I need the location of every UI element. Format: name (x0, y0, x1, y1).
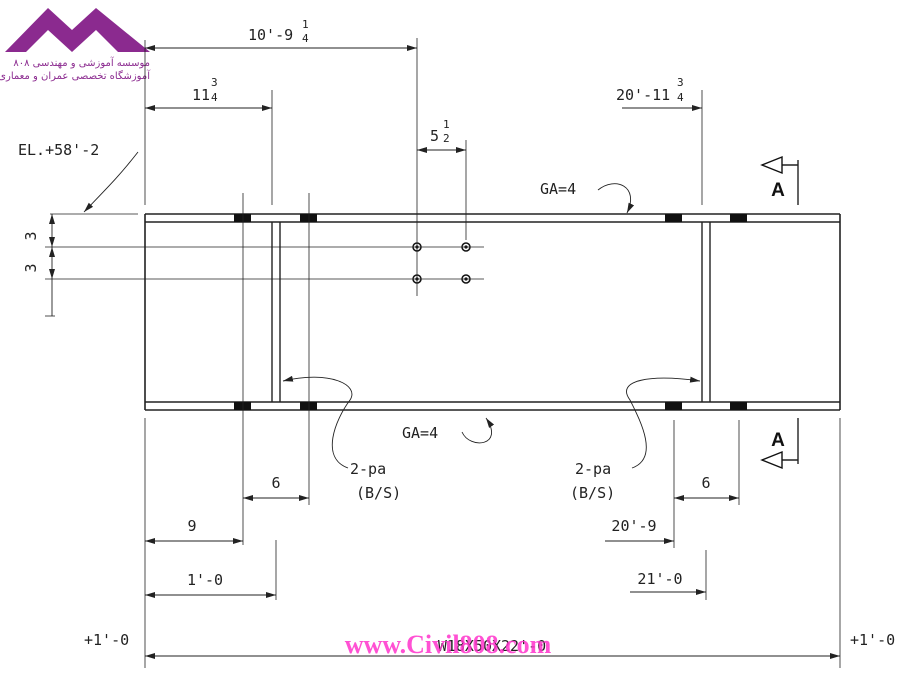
dim-left-offset-whole: 11 (192, 86, 210, 104)
logo: موسسه آموزشی و مهندسی ۸۰۸ آموزشگاه تخصصی… (0, 8, 151, 82)
dimension-lines (49, 45, 840, 659)
dim-vertical-2: 3 (22, 263, 40, 272)
elevation-label: EL.+58'-2 (18, 141, 99, 159)
dim-bottom-1-0: 1'-0 (187, 571, 223, 589)
dim-bolt-spacing-num: 1 (443, 118, 450, 131)
dim-top-total-num: 1 (302, 18, 309, 31)
dimension-text: 10'-9 1 4 11 3 4 5 1 2 20'-11 3 4 3 3 6 … (22, 18, 711, 589)
dim-bottom-9: 9 (187, 517, 196, 535)
logo-line-2: آموزشگاه تخصصی عمران و معماری (0, 69, 151, 82)
dim-right-offset-num: 3 (677, 76, 684, 89)
pa-left-label: 2-pa (350, 460, 386, 478)
member-label: W18X50X22'-0 (438, 637, 546, 655)
section-marker-bottom: A (760, 418, 799, 470)
gauge-top-label: GA=4 (540, 180, 576, 198)
section-label-bottom: A (771, 430, 785, 451)
notes: EL.+58'-2 GA=4 GA=4 2-pa (B/S) 2-pa (B/S… (18, 141, 895, 655)
end-right-label: +1'-0 (850, 631, 895, 649)
gauge-bottom-label: GA=4 (402, 424, 438, 442)
dim-bottom-6-right: 6 (701, 474, 710, 492)
leaders (83, 151, 701, 469)
dim-left-offset-num: 3 (211, 76, 218, 89)
web-bolts (45, 242, 484, 284)
dim-bolt-spacing-den: 2 (443, 132, 450, 145)
dim-bottom-6-left: 6 (271, 474, 280, 492)
logo-line-1: موسسه آموزشی و مهندسی ۸۰۸ (13, 56, 150, 69)
logo-mark (5, 8, 150, 52)
beam (144, 213, 841, 411)
end-left-label: +1'-0 (84, 631, 129, 649)
dim-bottom-20-9: 20'-9 (611, 517, 656, 535)
dim-left-offset-den: 4 (211, 91, 218, 104)
section-label-top: A (771, 180, 785, 201)
dim-bottom-21-0: 21'-0 (637, 570, 682, 588)
section-marker-top: A (760, 155, 799, 205)
dim-top-total-whole: 10'-9 (248, 26, 293, 44)
dim-vertical-1: 3 (22, 231, 40, 240)
bs-left-label: (B/S) (356, 484, 401, 502)
flange-holes (234, 214, 747, 410)
pa-right-label: 2-pa (575, 460, 611, 478)
dim-top-total-den: 4 (302, 32, 309, 45)
dim-bolt-spacing-whole: 5 (430, 127, 439, 145)
dim-right-offset-den: 4 (677, 91, 684, 104)
dim-right-offset-whole: 20'-11 (616, 86, 670, 104)
watermark-text: www.Civil808.com (345, 630, 552, 659)
extension-lines (45, 38, 841, 668)
bs-right-label: (B/S) (570, 484, 615, 502)
